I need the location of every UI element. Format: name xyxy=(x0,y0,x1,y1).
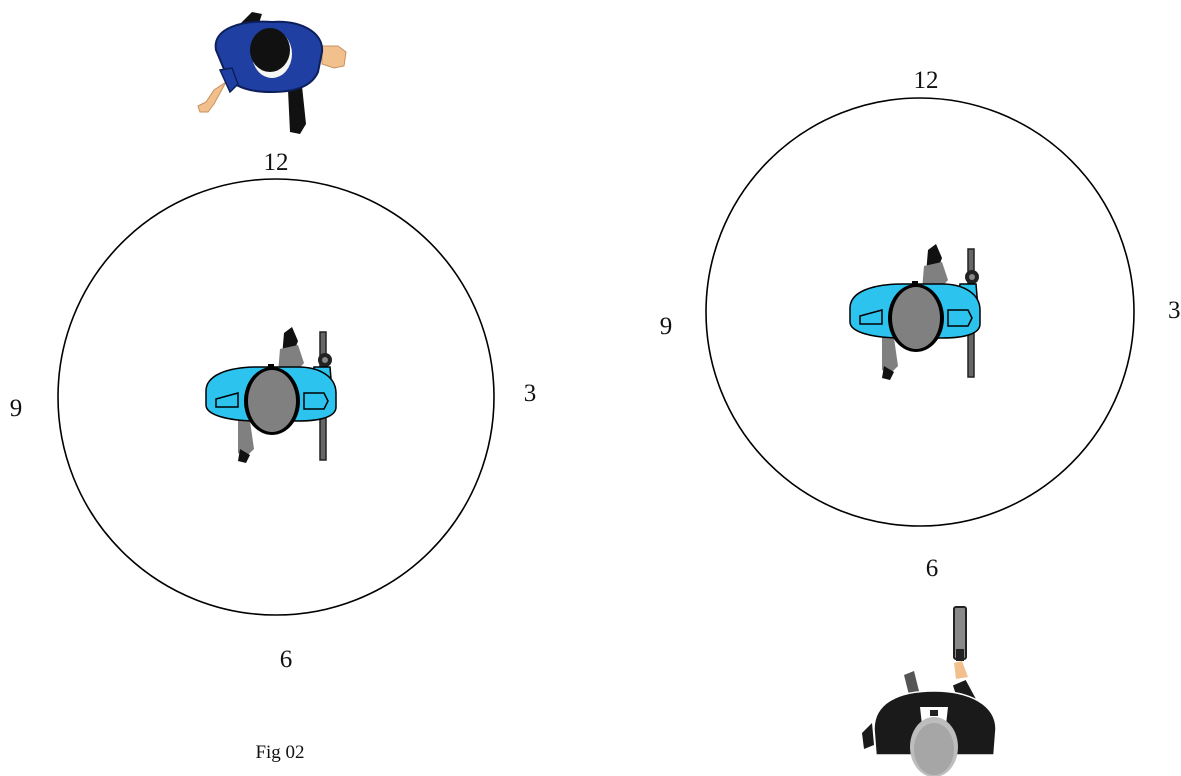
figure-caption: Fig 02 xyxy=(255,742,304,763)
right-officer-icon xyxy=(849,244,981,380)
right-clock-3: 3 xyxy=(1168,297,1181,324)
right-panel: 12 3 6 9 xyxy=(660,67,1181,776)
right-clock-12: 12 xyxy=(914,67,939,94)
left-clock-6: 6 xyxy=(280,646,293,673)
right-clock-9: 9 xyxy=(660,313,673,340)
handgun-icon xyxy=(953,606,967,661)
approaching-person-icon xyxy=(197,12,347,134)
left-clock-3: 3 xyxy=(524,380,537,407)
armed-suspect-icon xyxy=(862,606,997,776)
left-clock-12: 12 xyxy=(264,149,289,176)
left-clock-circle xyxy=(57,178,495,616)
left-officer-icon xyxy=(205,327,337,463)
left-clock-9: 9 xyxy=(10,395,23,422)
right-clock-circle xyxy=(705,97,1135,527)
right-clock-6: 6 xyxy=(926,555,939,582)
left-panel: 12 3 6 9 xyxy=(10,12,537,673)
